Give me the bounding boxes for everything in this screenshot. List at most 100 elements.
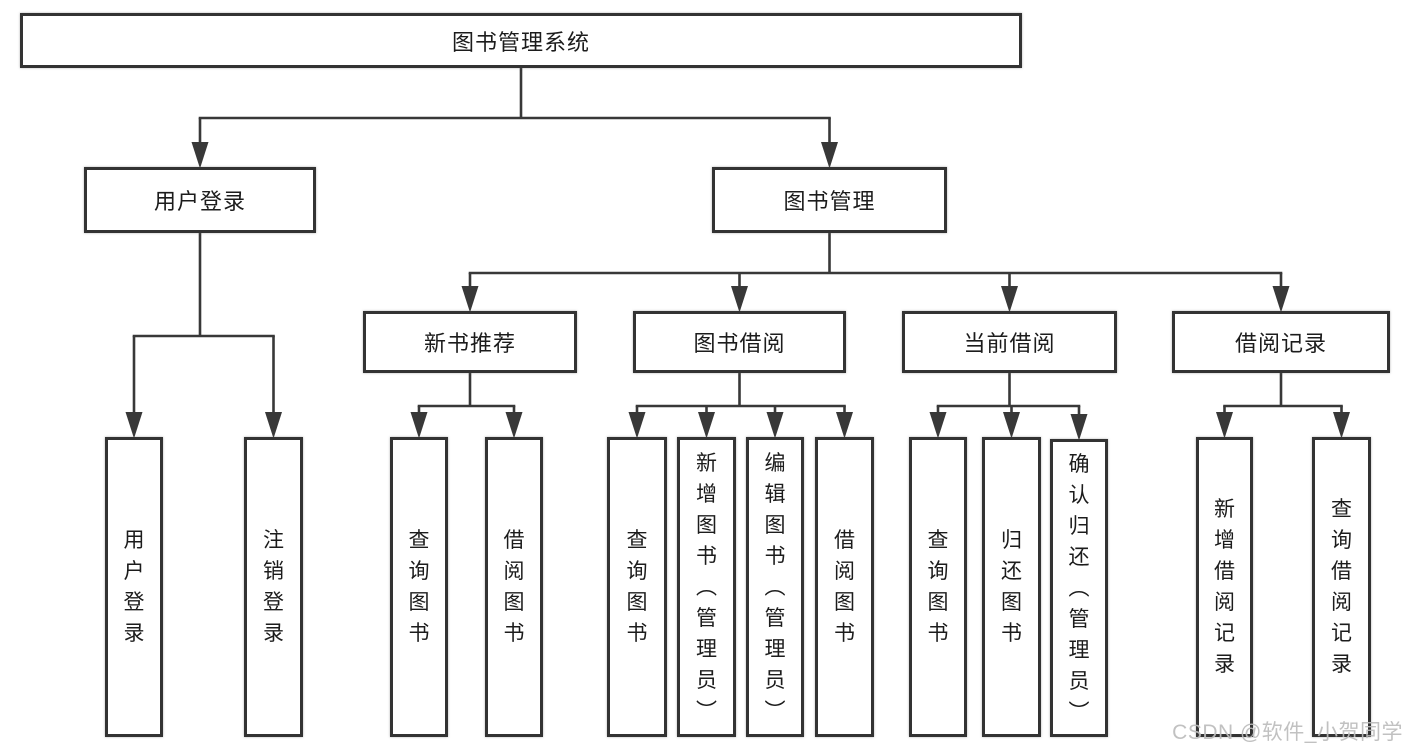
node-char: 书 [834,622,855,645]
node-char: 销 [263,560,284,583]
arrowhead-icon [461,286,479,313]
arrowhead-icon [410,412,428,439]
node-char: 员 [696,668,717,692]
node-char: 增 [696,482,717,506]
node-char: 查 [1331,498,1352,521]
arrowhead-icon [731,286,748,313]
node-borrow-records: 借阅记录 [1172,311,1390,373]
node-char: 户 [123,560,145,583]
node-char: 图 [927,591,949,614]
node-char: 录 [1214,653,1235,676]
node-char: 借 [1331,560,1352,583]
node-char: 询 [408,560,430,583]
node-char: 阅 [1214,591,1235,614]
arrowhead-icon [698,412,715,439]
node-logout: 注销登录 [244,437,303,737]
node-char: ︵ [764,575,786,599]
arrowhead-icon [766,412,784,439]
node-char: 查 [927,529,949,552]
node-char: 记 [1331,622,1352,645]
node-char: 理 [1068,638,1090,662]
arrowhead-icon [191,142,209,169]
node-char: 图 [834,591,855,614]
node-char: 理 [764,637,786,661]
node-char: 图 [408,591,430,614]
node-char: 管 [696,606,717,630]
node-char: 确 [1068,452,1090,476]
node-confirm-return-admin: 确认归还 ︵ 管理员 ︶ [1050,439,1108,737]
node-char: 员 [764,668,786,692]
arrowhead-icon [821,142,838,169]
arrowhead-icon [1216,412,1233,439]
node-char: 图 [696,513,717,537]
node-current-borrow: 当前借阅 [902,311,1117,373]
node-user-login: 用户登录 [84,167,316,233]
node-char: 登 [123,591,145,614]
node-char: 阅 [834,560,855,583]
node-char: 记 [1214,622,1235,645]
node-char: 注 [263,529,284,552]
node-login: 用户登录 [105,437,163,737]
node-edit-books-admin: 编辑图书 ︵ 管理员 ︶ [746,437,804,737]
node-char: 询 [1331,529,1352,552]
arrowhead-icon [1272,286,1290,313]
node-char: 用 [123,529,145,552]
node-char: 录 [1331,653,1352,676]
node-char: 新 [1214,498,1235,521]
node-char: 书 [503,622,525,645]
node-char: 书 [764,544,786,568]
arrowhead-icon [505,412,523,439]
node-char: 阅 [503,560,525,583]
node-char: 员 [1068,669,1090,693]
node-char: 新 [696,451,717,475]
arrowhead-icon [628,412,646,439]
arrowhead-icon [1070,414,1088,441]
node-char: 认 [1068,483,1090,507]
node-char: 登 [263,591,284,614]
node-char: 增 [1214,529,1235,552]
arrowhead-icon [265,412,282,439]
node-char: 录 [263,622,284,645]
node-book-mgmt: 图书管理 [712,167,947,233]
node-char: ︶ [1068,700,1090,724]
node-add-books-admin: 新增图书︵管理员︶ [677,437,736,737]
node-char: 查 [626,529,648,552]
arrowhead-icon [125,412,143,439]
node-query-books-1: 查询图书 [390,437,448,737]
node-query-borrow-record: 查询借阅记录 [1312,437,1371,737]
node-return-books: 归还图书 [982,437,1041,737]
node-char: 辑 [764,482,786,506]
node-char: ︶ [764,699,786,723]
watermark-text: CSDN @软件_小贺同学 [1172,721,1403,744]
node-char: 图 [1001,591,1022,614]
node-char: ︵ [1068,576,1090,600]
node-char: 归 [1068,514,1090,538]
node-char: 还 [1068,545,1090,569]
arrowhead-icon [1333,412,1350,439]
node-char: 管 [1068,607,1090,631]
node-add-borrow-record: 新增借阅记录 [1196,437,1253,737]
node-new-book-rec: 新书推荐 [363,311,577,373]
node-char: 编 [764,451,786,475]
node-char: 还 [1001,560,1022,583]
arrowhead-icon [836,412,853,439]
node-char: 书 [696,544,717,568]
node-char: 询 [626,560,648,583]
node-char: 借 [1214,560,1235,583]
node-char: 管 [764,606,786,630]
arrowhead-icon [929,412,947,439]
node-char: 书 [927,622,949,645]
node-borrow-books-1: 借阅图书 [485,437,543,737]
node-char: 图 [626,591,648,614]
node-book-borrow: 图书借阅 [633,311,846,373]
node-borrow-books-2: 借阅图书 [815,437,874,737]
node-char: 询 [927,560,949,583]
node-char: 阅 [1331,591,1352,614]
node-query-books-2: 查询图书 [607,437,667,737]
node-char: 查 [408,529,430,552]
node-char: 录 [123,622,145,645]
node-char: 理 [696,637,717,661]
node-char: 图 [764,513,786,537]
node-char: 归 [1001,529,1022,552]
